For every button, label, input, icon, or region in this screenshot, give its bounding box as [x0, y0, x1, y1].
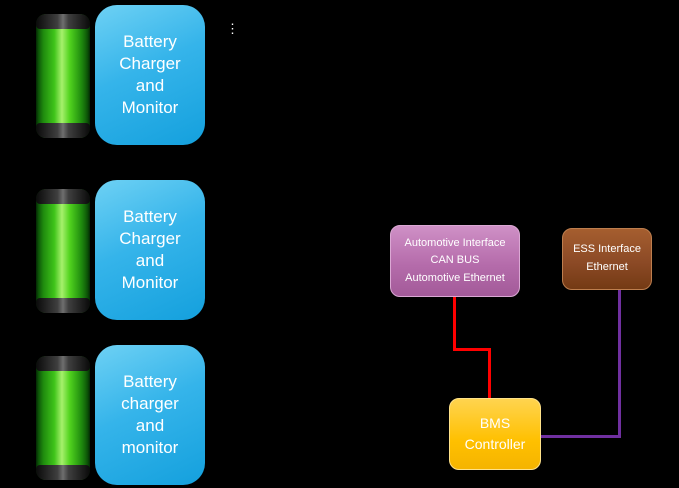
battery-cap-bottom — [36, 465, 90, 480]
connector-automotive-to-bms-segment — [453, 297, 456, 351]
battery-charger-monitor-label: Battery Charger and Monitor — [119, 31, 181, 118]
automotive-interface-label: Automotive Interface CAN BUS Automotive … — [404, 236, 506, 284]
connector-automotive-to-bms-segment — [453, 348, 491, 351]
bms-controller-label: BMS Controller — [464, 415, 526, 452]
battery-icon — [36, 189, 90, 313]
battery-cap-top — [36, 14, 90, 29]
connector-ess-to-bms-segment — [618, 290, 621, 438]
battery-cap-bottom — [36, 123, 90, 138]
battery-charger-monitor-label: Battery charger and monitor — [121, 371, 179, 458]
ess-interface-label: ESS Interface Ethernet — [573, 243, 641, 273]
battery-icon — [36, 356, 90, 480]
battery-charger-monitor-block: Battery charger and monitor — [95, 345, 205, 485]
connector-automotive-to-bms-segment — [488, 348, 491, 398]
battery-cap-bottom — [36, 298, 90, 313]
connector-ess-to-bms-segment — [541, 435, 621, 438]
battery-charger-monitor-block: Battery Charger and Monitor — [95, 180, 205, 320]
more-modules-ellipsis: ⋮ — [226, 21, 239, 36]
bms-controller-block: BMS Controller — [449, 398, 541, 470]
battery-cap-top — [36, 189, 90, 204]
ess-interface-block: ESS Interface Ethernet — [562, 228, 652, 290]
battery-charger-monitor-label: Battery Charger and Monitor — [119, 206, 181, 293]
battery-cap-top — [36, 356, 90, 371]
battery-charger-monitor-block: Battery Charger and Monitor — [95, 5, 205, 145]
automotive-interface-block: Automotive Interface CAN BUS Automotive … — [390, 225, 520, 297]
battery-icon — [36, 14, 90, 138]
